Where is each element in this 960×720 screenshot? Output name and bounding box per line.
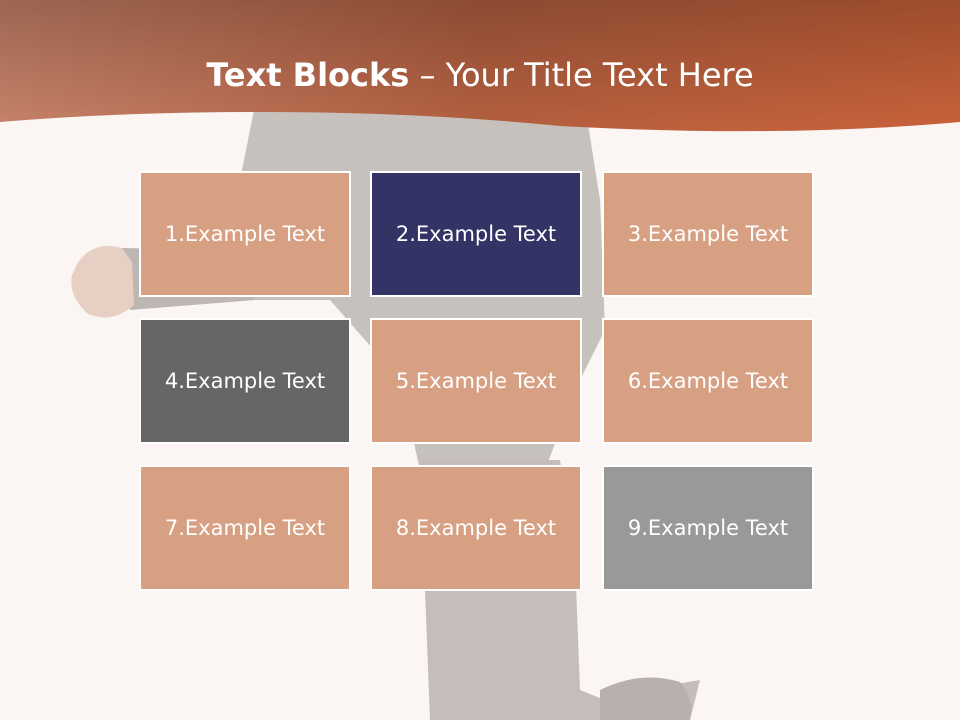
text-block-2[interactable]: 2.Example Text — [370, 171, 582, 297]
text-block-4[interactable]: 4.Example Text — [139, 318, 351, 444]
text-block-7[interactable]: 7.Example Text — [139, 465, 351, 591]
slide-title: Text Blocks – Your Title Text Here — [0, 52, 960, 98]
text-block-1[interactable]: 1.Example Text — [139, 171, 351, 297]
text-block-3[interactable]: 3.Example Text — [602, 171, 814, 297]
title-bold: Text Blocks — [206, 56, 410, 94]
header-band — [0, 0, 960, 132]
title-rest: – Your Title Text Here — [409, 56, 754, 94]
text-block-5[interactable]: 5.Example Text — [370, 318, 582, 444]
text-block-9[interactable]: 9.Example Text — [602, 465, 814, 591]
text-block-8[interactable]: 8.Example Text — [370, 465, 582, 591]
text-block-6[interactable]: 6.Example Text — [602, 318, 814, 444]
